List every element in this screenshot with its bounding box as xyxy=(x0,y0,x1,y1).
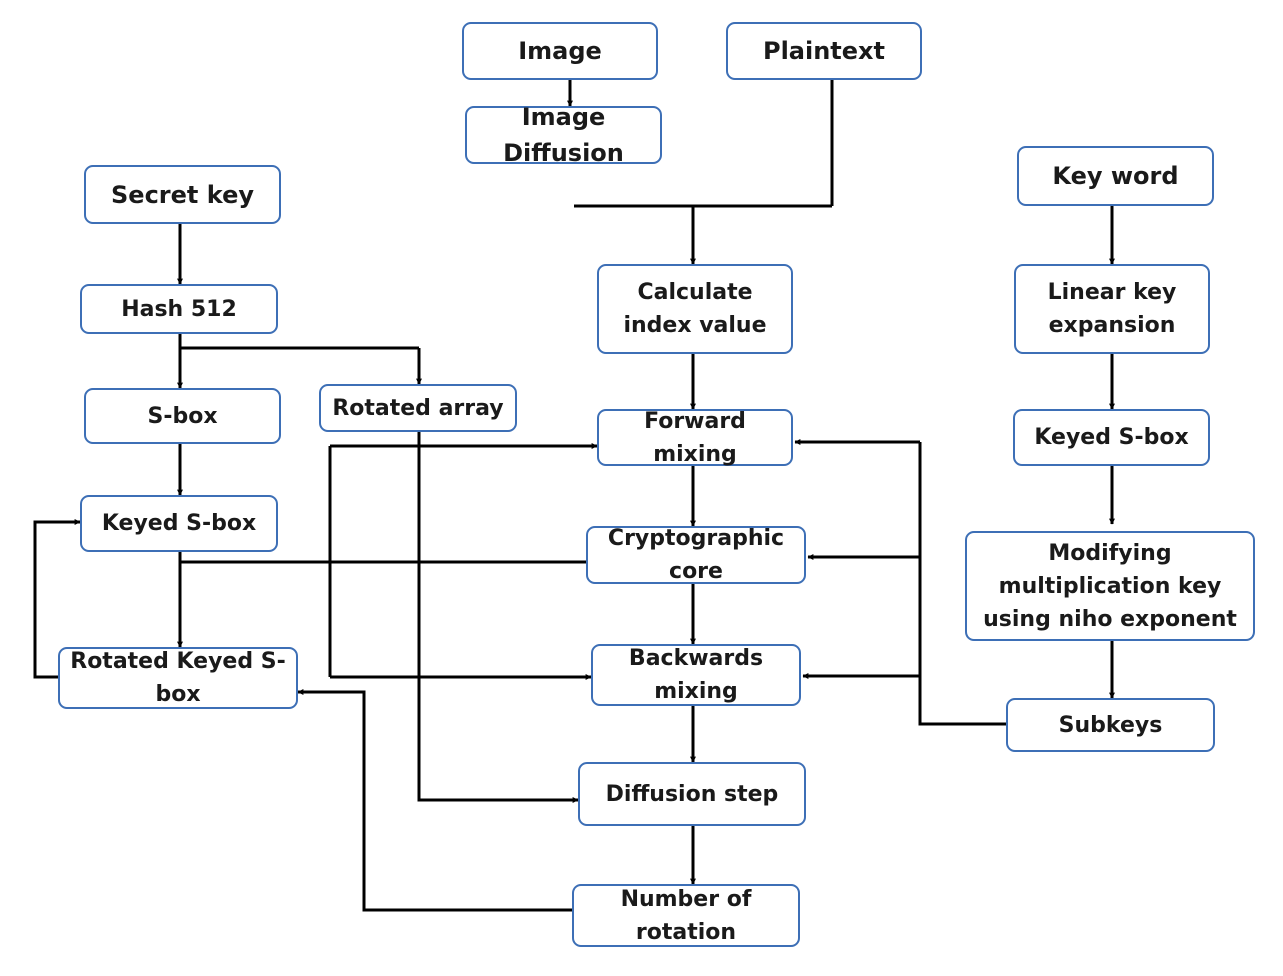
key-word-box: Key word xyxy=(1017,146,1214,206)
rotated-keyed-sbox-label: Rotated Keyed S-box xyxy=(70,649,286,707)
keyed-sbox-left-label: Keyed S-box xyxy=(101,511,257,536)
sbox-box: S-box xyxy=(84,388,281,444)
subkeys-label: Subkeys xyxy=(1058,712,1163,738)
edge-rotation-feedback xyxy=(297,689,572,912)
image-box: Image xyxy=(462,22,658,80)
backwards-mixing-box: Backwards mixing xyxy=(591,644,801,706)
subkeys-box: Subkeys xyxy=(1006,698,1215,752)
secret-key-box: Secret key xyxy=(84,165,281,224)
modifying-multiplication-key-box: Modifying multiplication key using niho … xyxy=(965,531,1255,641)
number-of-rotation-box: Number of rotation xyxy=(572,884,800,947)
edge-subkeys-bus xyxy=(918,442,1006,726)
plaintext-box: Plaintext xyxy=(726,22,922,80)
secret-key-label: Secret key xyxy=(111,180,254,209)
rotated-keyed-sbox-box: Rotated Keyed S-box xyxy=(58,647,298,709)
forward-mixing-box: Forward mixing xyxy=(597,409,793,467)
edge-rotated-array-to-diffusion xyxy=(417,432,579,803)
rotated-array-label: Rotated array xyxy=(332,395,504,421)
keyed-sbox-right-label: Keyed S-box xyxy=(1034,425,1189,450)
backwards-mixing-label: Backwards mixing xyxy=(628,646,764,704)
image-diffusion-label: Image Diffusion xyxy=(503,103,624,167)
calculate-index-box: Calculate index value xyxy=(597,264,793,354)
calculate-index-label: Calculate index value xyxy=(623,280,767,338)
plaintext-label: Plaintext xyxy=(762,37,886,65)
image-label: Image xyxy=(518,37,602,65)
image-diffusion-box: Image Diffusion xyxy=(465,103,662,167)
cryptographic-core-label: Cryptographic core xyxy=(607,526,785,584)
linear-key-expansion-label: Linear key expansion xyxy=(1047,280,1177,338)
edge-rotated-keyed-loop-back xyxy=(33,519,81,679)
hash-512-box: Hash 512 xyxy=(80,284,278,334)
linear-key-expansion-box: Linear key expansion xyxy=(1014,264,1210,354)
rotated-array-box: Rotated array xyxy=(319,384,517,432)
diffusion-step-label: Diffusion step xyxy=(605,781,779,807)
keyed-sbox-left-box: Keyed S-box xyxy=(80,495,278,552)
keyed-sbox-right-box: Keyed S-box xyxy=(1013,409,1210,466)
diffusion-step-box: Diffusion step xyxy=(578,762,806,826)
number-of-rotation-label: Number of rotation xyxy=(620,886,752,945)
key-word-label: Key word xyxy=(1052,162,1179,190)
forward-mixing-label: Forward mixing xyxy=(644,408,746,467)
sbox-label: S-box xyxy=(147,403,218,429)
hash-512-label: Hash 512 xyxy=(121,296,237,322)
cryptographic-core-box: Cryptographic core xyxy=(586,526,806,584)
modifying-multiplication-key-label: Modifying multiplication key using niho … xyxy=(983,540,1237,632)
